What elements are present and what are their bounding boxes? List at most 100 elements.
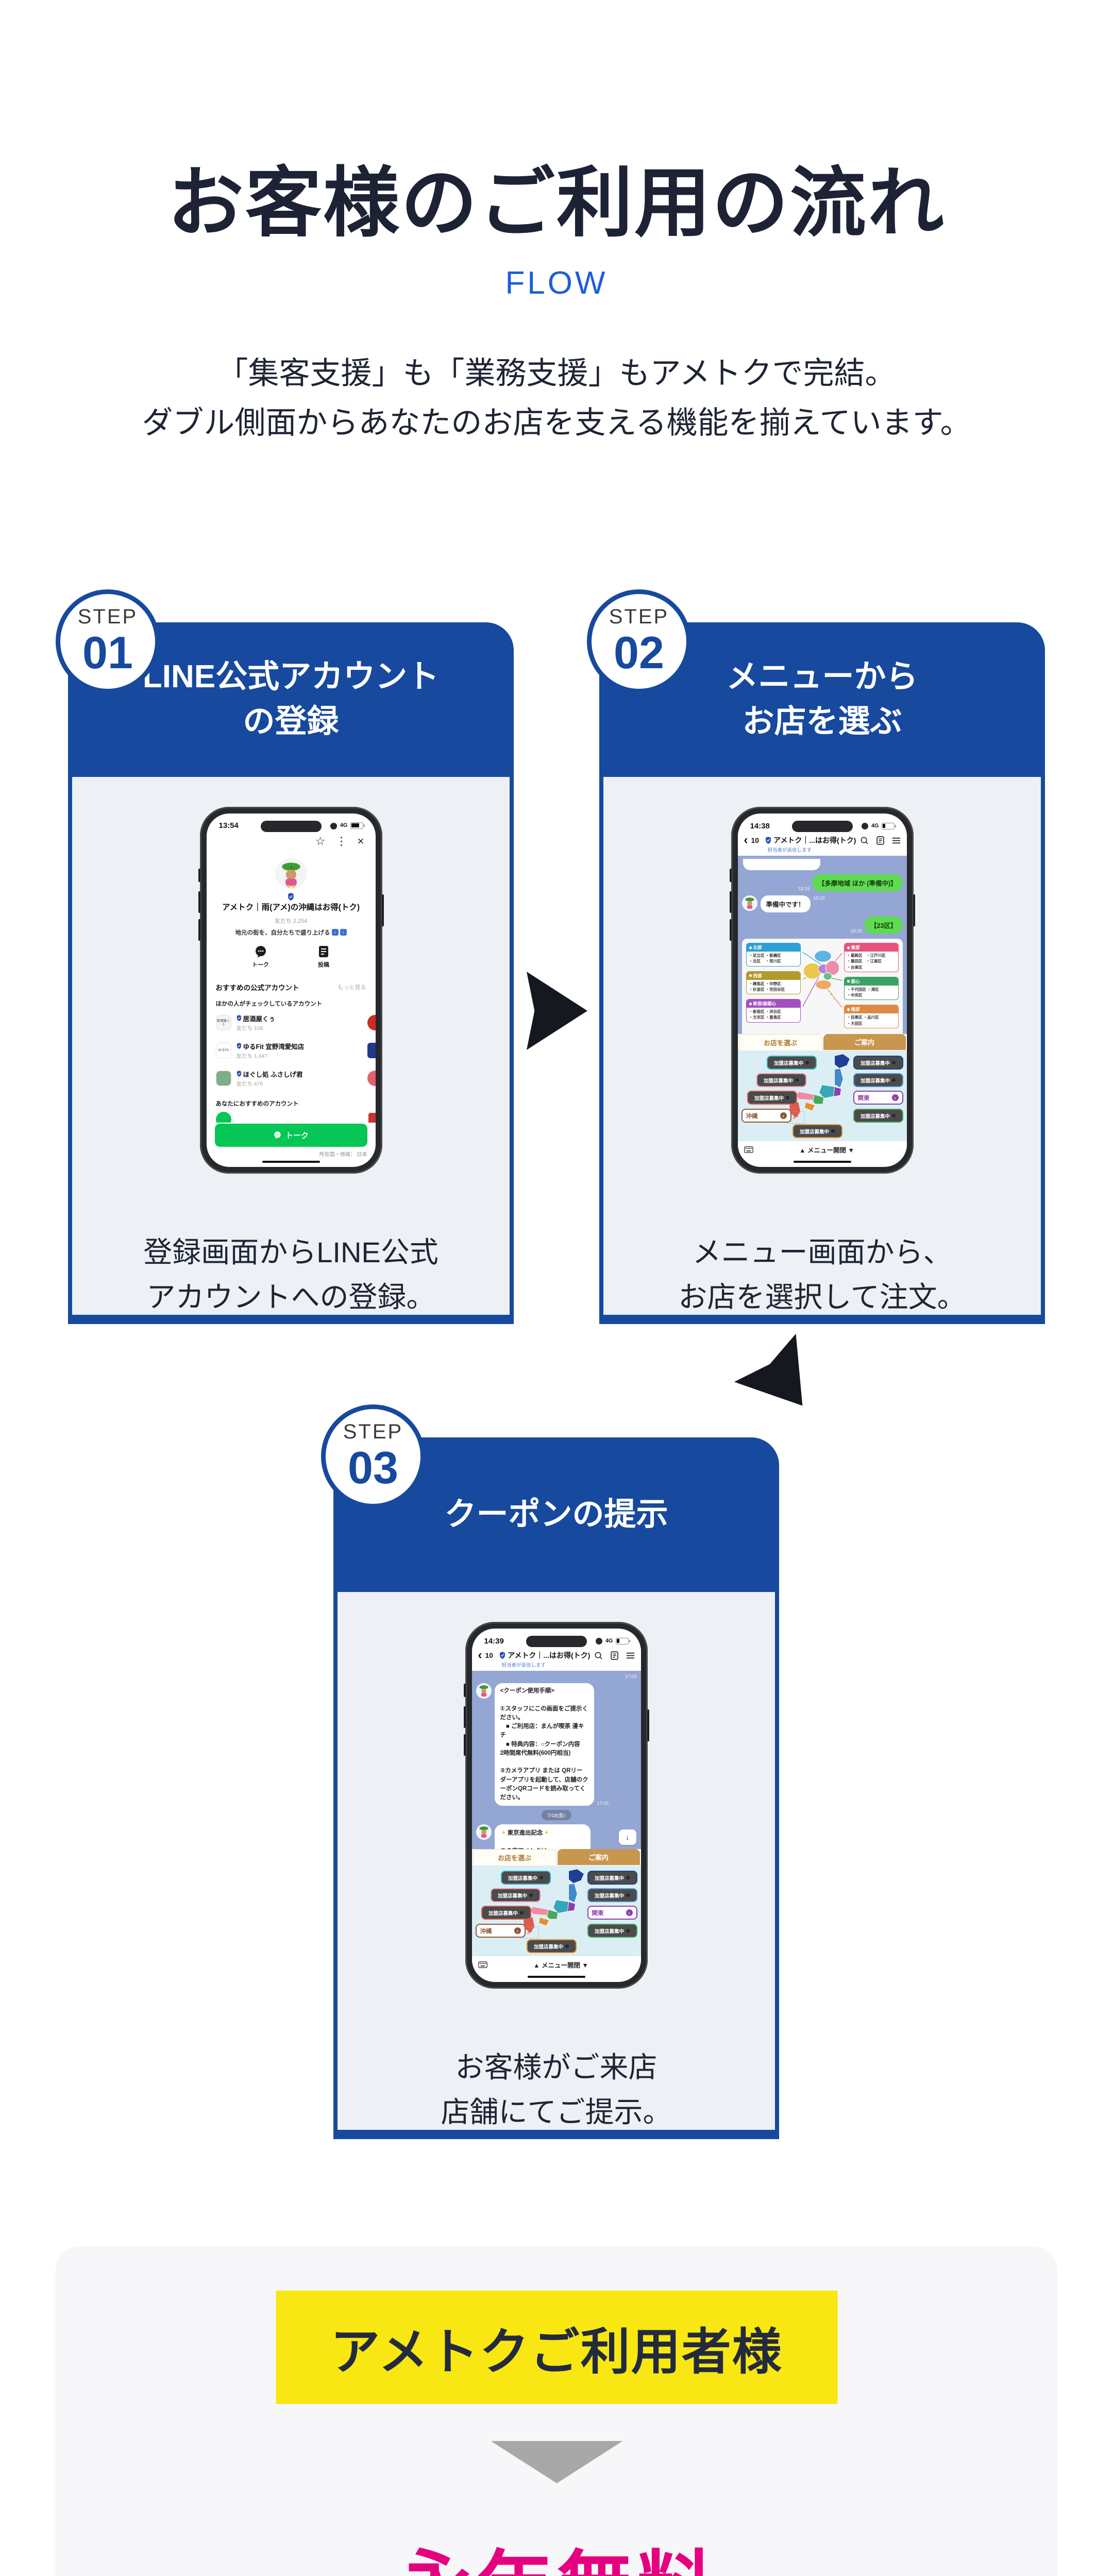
user-label: アメトクご利用者様 <box>276 2291 837 2404</box>
coupon-instructions-bubble: <クーポン使用手順> ①スタッフにこの画面をご提示く ださい。 ■ ご利用店：ま… <box>494 1683 594 1806</box>
phone-side-button <box>463 1684 466 1697</box>
cutoff-message-bubble <box>743 859 820 870</box>
tab-choose-shop[interactable]: お店を選ぶ <box>473 1849 556 1866</box>
mascot-icon <box>275 858 307 889</box>
home-indicator[interactable] <box>262 1161 320 1163</box>
status-time: 13:54 <box>218 821 239 830</box>
menu-toggle[interactable]: ▲ メニュー開閉 ▼ <box>533 1961 588 1969</box>
account-list-item[interactable]: 居酒屋くぅ 居酒屋くぅ <box>207 1009 376 1037</box>
verified-shield-icon <box>288 892 294 901</box>
region-name: 南部 <box>851 1007 860 1012</box>
region-card[interactable]: 北部 ・足立区 ・板橋区 ・北区 ・荒川区 <box>746 943 801 967</box>
user-message-bubble: 【23区】 <box>865 917 903 934</box>
profile-actions: トーク 投稿 <box>207 945 376 969</box>
chat-header: ‹ 10 アメトク｜...はお得(トク) <box>471 1647 641 1671</box>
keyboard-icon[interactable] <box>478 1961 487 1968</box>
account-tagline: 地元の街を、自分たちで盛り上げる ↑ ↑ <box>207 928 376 937</box>
more-vertical-icon[interactable]: ⋮ <box>335 834 347 848</box>
richmenu-button[interactable]: 加盟店募集中 › <box>853 1109 903 1123</box>
phone-side-button <box>647 1709 649 1741</box>
region-card[interactable]: 東部 ・葛飾区 ・江戸川区 ・墨田区 ・江東区 ・台東区 <box>844 943 899 972</box>
posts-action-button[interactable]: 投稿 <box>317 945 330 969</box>
arrow-circle-icon: › <box>565 1944 569 1948</box>
richmenu-button[interactable]: 加盟店募集中 › <box>526 1939 577 1953</box>
hamburger-menu-icon[interactable] <box>892 837 901 844</box>
tab-choose-shop[interactable]: お店を選ぶ <box>738 1034 822 1050</box>
region-wards: ・目黒区 ・品川区 ・大田区 <box>847 1015 879 1026</box>
message-time: 19:25 <box>798 886 810 891</box>
step-title-line2: お店を選ぶ <box>742 704 902 739</box>
phone2-screen: 14:38 4G ‹ 10 <box>737 814 907 1167</box>
account-list-item[interactable]: ゆるFit ゆるFit 宜野湾愛知店 <box>207 1037 376 1064</box>
network-label: 4G <box>871 823 879 829</box>
phone-side-button <box>729 919 732 941</box>
phone-side-button <box>729 869 732 882</box>
region-name: 都心 <box>851 978 860 984</box>
richmenu-button[interactable]: 沖縄 › <box>475 1924 526 1938</box>
richmenu-button[interactable]: 加盟店募集中 › <box>853 1073 903 1087</box>
sparkle-icon: ✦ <box>501 1829 507 1837</box>
search-icon[interactable] <box>860 836 869 845</box>
richmenu-button[interactable]: 加盟店募集中 › <box>481 1906 531 1920</box>
star-icon[interactable]: ☆ <box>315 834 326 848</box>
tab-guide[interactable]: ご案内 <box>557 1849 640 1865</box>
line-talk-button[interactable]: トーク <box>214 1123 367 1147</box>
mascot-icon <box>741 895 757 911</box>
keyboard-icon[interactable] <box>744 1146 753 1153</box>
browser-toolbar: ☆ ⋮ × <box>207 832 376 847</box>
step-badge-1: STEP 01 <box>56 589 160 693</box>
tab-guide[interactable]: ご案内 <box>823 1034 906 1050</box>
back-chevron-icon[interactable]: ‹ <box>478 1648 482 1663</box>
see-more-link[interactable]: もっと見る <box>338 984 366 991</box>
scroll-to-bottom-button[interactable]: ↓ <box>618 1829 636 1845</box>
hero-section: お客様のご利用の流れ FLOW 「集客支援」も「業務支援」もアメトクで完結。 ダ… <box>0 0 1113 448</box>
richmenu-button[interactable]: 加盟店募集中 › <box>766 1056 817 1070</box>
richmenu-right-buttons: 加盟店募集中 › 加盟店募集中 › <box>472 1866 641 1956</box>
battery-icon <box>350 822 365 829</box>
richmenu-button[interactable]: 加盟店募集中 › <box>747 1091 797 1105</box>
richmenu-button[interactable]: 加盟店募集中 › <box>792 1124 842 1138</box>
richmenu-button[interactable]: 加盟店募集中 › <box>587 1888 637 1902</box>
section-title: おすすめの公式アカウント <box>215 984 299 992</box>
talk-action-button[interactable]: トーク <box>252 945 269 969</box>
notes-icon[interactable] <box>610 1651 618 1660</box>
arrow-circle-icon: › <box>892 1078 896 1082</box>
close-icon[interactable]: × <box>357 834 364 848</box>
arrow-circle-icon: › <box>626 1909 633 1916</box>
menu-toggle[interactable]: ▲ メニュー開閉 ▼ <box>799 1146 854 1154</box>
richmenu-button[interactable]: 関東 › <box>853 1091 903 1105</box>
search-icon[interactable] <box>594 1651 603 1660</box>
richmenu-left-buttons: 加盟店募集中 › 加盟店募集中 › <box>738 1050 907 1141</box>
step-badge-number: 01 <box>82 626 133 678</box>
richmenu-button[interactable]: 関東 › <box>587 1906 637 1920</box>
region-wards: ・千代田区 ・港区 ・中央区 <box>847 987 879 997</box>
account-list-item[interactable]: ほぐし処 ふさしげ君 友だち 675 <box>207 1064 376 1092</box>
region-card[interactable]: 都心 ・千代田区 ・港区 ・中央区 <box>844 976 899 1001</box>
region-card[interactable]: 西部 ・練馬区 ・中野区 ・杉並区 ・世田谷区 <box>746 971 801 994</box>
back-chevron-icon[interactable]: ‹ <box>744 833 748 848</box>
home-indicator[interactable] <box>527 1976 585 1978</box>
notes-icon[interactable] <box>876 836 884 845</box>
richmenu-button[interactable]: 加盟店募集中 › <box>587 1924 637 1938</box>
richmenu-button[interactable]: 沖縄 › <box>741 1109 791 1123</box>
region-wards: ・練馬区 ・中野区 ・杉並区 ・世田谷区 <box>749 981 785 992</box>
recommended-accounts-title: あなたにおすすめのアカウント <box>215 1100 299 1107</box>
step-title-line2: の登録 <box>243 704 339 739</box>
posts-icon <box>319 945 328 957</box>
richmenu-button[interactable]: 加盟店募集中 › <box>500 1871 551 1885</box>
unread-count: 10 <box>485 1651 494 1659</box>
tokyo-region-flex-message: 北部 ・足立区 ・板橋区 ・北区 ・荒川区 <box>741 939 903 1034</box>
phone-mockup-2: 14:38 4G ‹ 10 <box>729 807 915 1174</box>
richmenu-button[interactable]: 加盟店募集中 › <box>853 1056 903 1070</box>
region-card[interactable]: 新宿/副都心 ・新宿区 ・渋谷区 ・文京区 ・豊島区 <box>746 999 801 1023</box>
richmenu-button[interactable]: 加盟店募集中 › <box>756 1073 806 1087</box>
up-badge-icon: ↑ <box>340 929 347 936</box>
line-rich-menu: お店を選ぶ ご案内 <box>737 1034 907 1158</box>
richmenu-button[interactable]: 加盟店募集中 › <box>490 1888 541 1902</box>
chat-bubble-icon <box>255 945 266 958</box>
region-card[interactable]: 南部 ・目黒区 ・品川区 ・大田区 <box>844 1005 899 1028</box>
richmenu-button[interactable]: 加盟店募集中 › <box>587 1871 637 1885</box>
hamburger-menu-icon[interactable] <box>626 1652 635 1659</box>
home-indicator[interactable] <box>793 1161 851 1163</box>
